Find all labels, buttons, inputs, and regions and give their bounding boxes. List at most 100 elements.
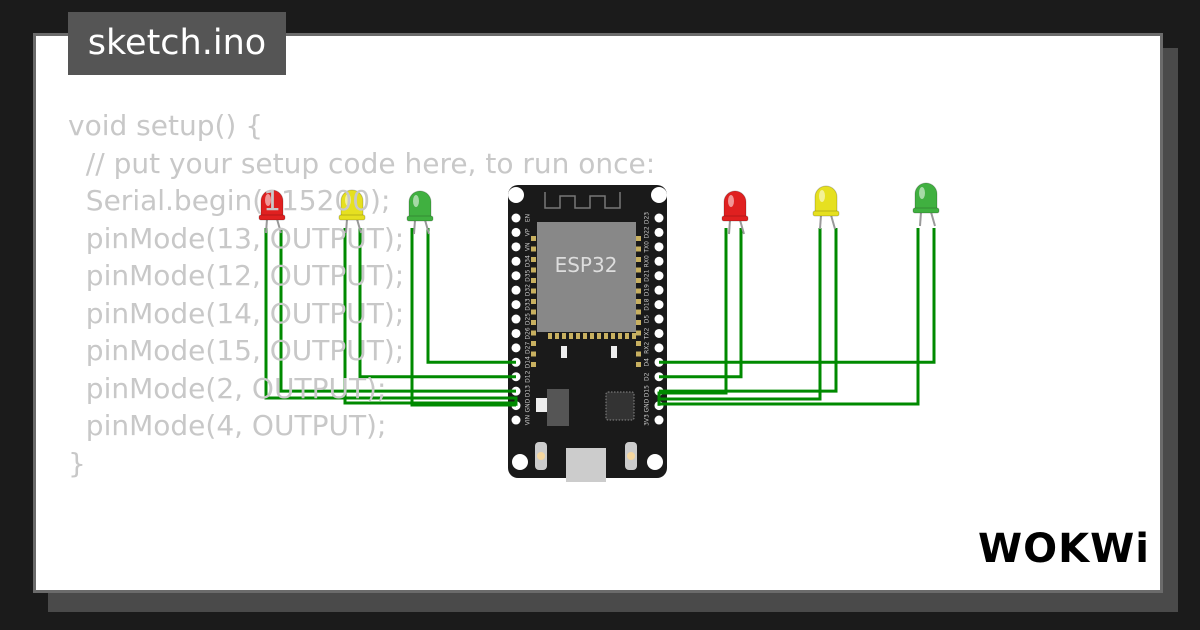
pin-label: GND <box>525 398 532 412</box>
esp32-module <box>537 222 636 332</box>
led-highlight <box>919 187 925 199</box>
wokwi-logo: WOKWi <box>978 526 1150 572</box>
led-rim <box>258 214 286 221</box>
pin-d34 <box>511 256 521 266</box>
chip-pad <box>636 362 641 367</box>
file-tab[interactable]: sketch.ino <box>68 12 286 75</box>
pin-label: D33 <box>525 298 532 310</box>
pin-label: D26 <box>525 327 532 339</box>
antenna-trace <box>544 192 621 209</box>
wire-gnd <box>410 228 518 407</box>
pin-label: RX0 <box>644 255 651 267</box>
led-leg <box>424 219 430 235</box>
pin-label: D35 <box>525 269 532 281</box>
mounting-hole <box>647 454 663 470</box>
chip-pad <box>531 257 536 262</box>
chip-pad <box>636 351 641 357</box>
led-leg <box>345 218 348 234</box>
pin-d33 <box>511 300 521 310</box>
pin-d35 <box>511 271 521 281</box>
led-rim <box>406 215 434 222</box>
led-highlight <box>265 194 271 206</box>
led-rim <box>721 215 749 222</box>
pin-label: D18 <box>644 298 651 310</box>
wire-gnd <box>264 228 518 406</box>
led-leg <box>930 211 936 227</box>
led-leg <box>728 219 731 235</box>
pin-label: D25 <box>525 313 532 325</box>
chip-pad <box>531 330 536 336</box>
wire-gnd <box>343 228 518 406</box>
pin-d18 <box>654 300 664 310</box>
chip-pad <box>583 333 587 339</box>
pin-label: VN <box>525 243 532 252</box>
led-leg <box>919 211 922 227</box>
led-leg <box>265 218 268 234</box>
wire-anode <box>659 228 838 393</box>
pin-label: D14 <box>525 356 532 368</box>
pin-vn <box>511 242 521 252</box>
pin-label: D5 <box>644 315 651 324</box>
chip-pad <box>636 257 641 262</box>
pin-label: TX0 <box>644 241 651 254</box>
pin-d22 <box>654 227 664 237</box>
chip-pad <box>636 330 641 336</box>
chip-pad <box>625 333 629 339</box>
mounting-hole <box>512 454 528 470</box>
chip-pad <box>636 320 641 325</box>
led-highlight <box>345 194 351 206</box>
pin-d27 <box>511 343 521 353</box>
pin-label: VIN <box>525 415 532 425</box>
led-smd <box>611 346 617 358</box>
pin-label: D15 <box>644 385 651 397</box>
pin-d25 <box>511 314 521 324</box>
pin-d26 <box>511 328 521 338</box>
pin-label: RX2 <box>644 342 651 354</box>
wire-anode <box>426 228 516 364</box>
wire-gnd <box>657 228 920 406</box>
led-rim <box>812 210 840 217</box>
chip-pad <box>576 333 580 339</box>
chip-pad <box>531 299 536 304</box>
chip-pad <box>636 299 641 304</box>
pin-tx2 <box>654 328 664 338</box>
chip-pad <box>636 236 641 241</box>
chip-label: ESP32 <box>555 253 618 277</box>
pin-d32 <box>511 285 521 295</box>
pin-label: D12 <box>525 370 532 382</box>
led-leg <box>819 214 822 230</box>
chip-pad <box>531 288 536 294</box>
pin-label: D32 <box>525 284 532 296</box>
pin-label: D27 <box>525 342 532 354</box>
wire-anode <box>659 228 743 379</box>
pin-label: VP <box>525 228 532 236</box>
pin-d21 <box>654 271 664 281</box>
chip-pad <box>590 333 594 339</box>
led-leg <box>739 219 745 235</box>
pin-label: D22 <box>644 226 651 238</box>
pin-label: D13 <box>525 385 532 397</box>
en-button-cap <box>627 452 635 460</box>
led-leg <box>413 219 416 235</box>
led-leg <box>276 218 282 234</box>
chip-pad <box>548 333 552 339</box>
pin-label: TX2 <box>644 327 651 340</box>
chip-pad <box>531 278 536 283</box>
led-leg <box>830 214 836 230</box>
wire-anode <box>358 228 516 379</box>
chip-pad <box>531 362 536 367</box>
chip-pad <box>531 236 536 241</box>
chip-pad <box>604 333 608 339</box>
led-highlight <box>413 195 419 207</box>
chip-pad <box>636 278 641 283</box>
chip-pad <box>597 333 601 339</box>
wire-anode <box>279 228 516 393</box>
chip-pad <box>531 309 536 315</box>
led-rim <box>912 207 940 214</box>
chip-pad <box>531 341 536 346</box>
chip-pad <box>531 320 536 325</box>
chip-pad <box>531 246 536 252</box>
pin-label: D23 <box>644 212 651 224</box>
pin-en <box>511 213 521 223</box>
